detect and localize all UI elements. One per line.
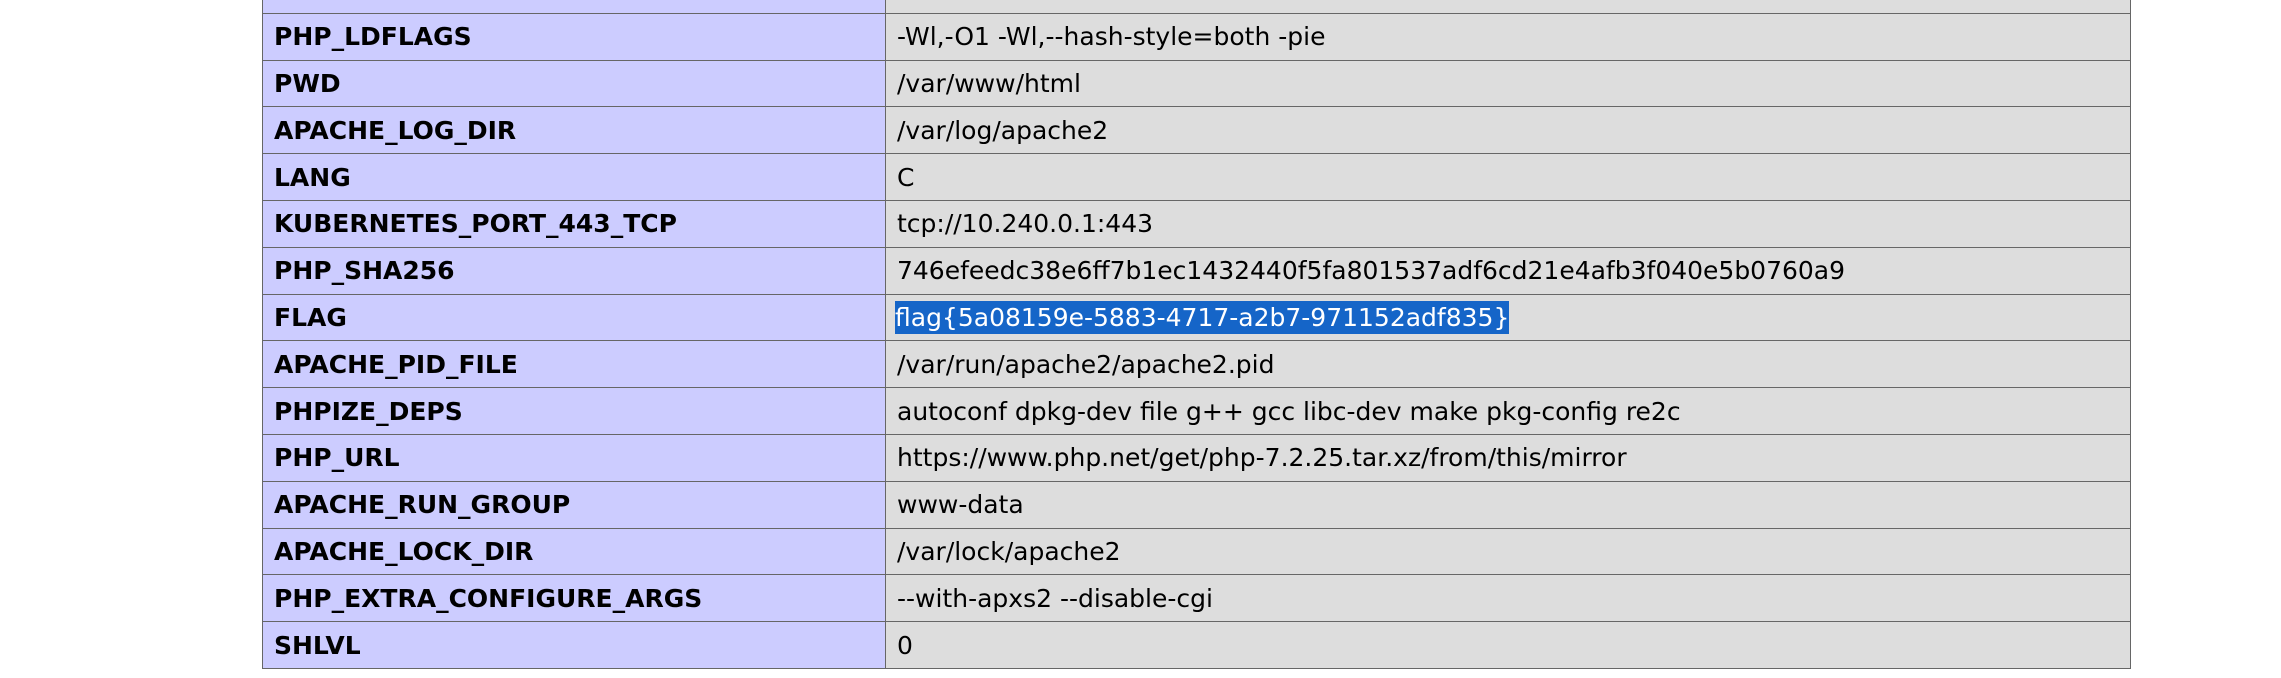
table-row [262,0,2131,14]
env-key-cell: PHP_LDFLAGS [262,12,886,61]
env-value-cell: www-data [885,480,2131,529]
env-key-cell: APACHE_RUN_GROUP [262,480,886,529]
env-key-cell: PHPIZE_DEPS [262,387,886,435]
env-key-cell: APACHE_LOCK_DIR [262,527,886,576]
env-key-cell: PHP_EXTRA_CONFIGURE_ARGS [262,574,886,623]
env-key-cell [262,0,886,14]
table-row: FLAG flag{5a08159e-5883-4717-a2b7-971152… [262,293,2131,342]
env-value-cell: 0 [885,621,2131,669]
table-row: APACHE_LOCK_DIR /var/lock/apache2 [262,527,2131,576]
env-key-cell: PHP_SHA256 [262,246,886,295]
env-value-cell: https://www.php.net/get/php-7.2.25.tar.x… [885,433,2131,482]
table-row: PHP_LDFLAGS -Wl,-O1 -Wl,--hash-style=bot… [262,12,2131,61]
table-row: PWD /var/www/html [262,59,2131,108]
table-row: APACHE_RUN_GROUP www-data [262,480,2131,529]
env-key-cell: SHLVL [262,621,886,669]
table-row: KUBERNETES_PORT_443_TCP tcp://10.240.0.1… [262,199,2131,248]
env-key-cell: FLAG [262,293,886,342]
env-value-cell: --with-apxs2 --disable-cgi [885,574,2131,623]
env-value-cell: /var/log/apache2 [885,106,2131,155]
table-row: PHPIZE_DEPS autoconf dpkg-dev file g++ g… [262,387,2131,435]
table-row: APACHE_PID_FILE /var/run/apache2/apache2… [262,340,2131,389]
env-key-cell: PHP_URL [262,433,886,482]
env-value-cell: /var/www/html [885,59,2131,108]
env-value-cell: autoconf dpkg-dev file g++ gcc libc-dev … [885,387,2131,435]
flag-value-selected-text[interactable]: flag{5a08159e-5883-4717-a2b7-971152adf83… [895,300,1510,334]
env-value-cell[interactable]: flag{5a08159e-5883-4717-a2b7-971152adf83… [885,293,2131,342]
table-row: PHP_SHA256 746efeedc38e6ff7b1ec1432440f5… [262,246,2131,295]
environment-variables-table: PHP_LDFLAGS -Wl,-O1 -Wl,--hash-style=bot… [262,0,2131,669]
env-value-cell: -Wl,-O1 -Wl,--hash-style=both -pie [885,12,2131,61]
env-key-cell: PWD [262,59,886,108]
env-value-cell: /var/run/apache2/apache2.pid [885,340,2131,389]
env-key-cell: LANG [262,153,886,201]
table-row: LANG C [262,153,2131,201]
env-key-cell: APACHE_PID_FILE [262,340,886,389]
env-value-cell: C [885,153,2131,201]
environment-table-container: PHP_LDFLAGS -Wl,-O1 -Wl,--hash-style=bot… [262,0,2131,669]
env-key-cell: APACHE_LOG_DIR [262,106,886,155]
env-value-cell: /var/lock/apache2 [885,527,2131,576]
table-row: PHP_URL https://www.php.net/get/php-7.2.… [262,433,2131,482]
table-row: PHP_EXTRA_CONFIGURE_ARGS --with-apxs2 --… [262,574,2131,623]
env-key-cell: KUBERNETES_PORT_443_TCP [262,199,886,248]
table-row: SHLVL 0 [262,621,2131,669]
env-value-cell: tcp://10.240.0.1:443 [885,199,2131,248]
table-row: APACHE_LOG_DIR /var/log/apache2 [262,106,2131,155]
env-value-cell: 746efeedc38e6ff7b1ec1432440f5fa801537adf… [885,246,2131,295]
env-value-cell [885,0,2131,14]
